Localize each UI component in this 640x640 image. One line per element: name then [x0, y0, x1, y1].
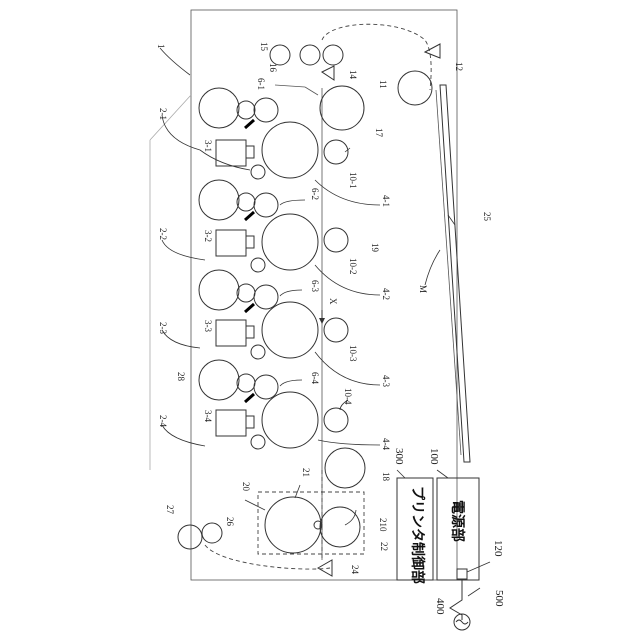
label-drum-3: 4-3	[381, 375, 391, 387]
frame-28-lines	[150, 95, 191, 470]
label-frame28: 28	[176, 372, 186, 382]
pickup-roller-11	[398, 71, 432, 105]
station-1	[199, 85, 348, 179]
label-unit-1: 3-1	[203, 140, 213, 152]
label-roller-3: 10-3	[348, 345, 358, 362]
label-r18: 18	[381, 472, 391, 482]
drum-4-3	[262, 302, 318, 358]
label-r17: 17	[374, 128, 384, 138]
roller-15	[270, 45, 290, 65]
plug-120	[457, 569, 467, 579]
roller-14	[323, 45, 343, 65]
label-tray: 25	[482, 212, 492, 222]
label-drum-2: 4-2	[381, 288, 391, 300]
pressure-roller-22	[320, 507, 360, 547]
arrow-16-icon	[322, 66, 334, 80]
label-press-roller: 22	[379, 542, 389, 551]
label-arrow24: 24	[350, 565, 360, 575]
label-charger-1: 6-1	[256, 78, 266, 90]
paper-tray-25	[440, 85, 470, 462]
label-ac-source: 400	[434, 598, 446, 615]
label-r15: 15	[259, 42, 269, 52]
roller-17	[320, 86, 364, 130]
roller-18	[325, 448, 365, 488]
label-drum-4: 4-4	[381, 438, 391, 450]
blade-6-1	[245, 120, 254, 128]
roller-10-4	[324, 408, 348, 432]
label-r16: 16	[268, 63, 278, 73]
label-r14: 14	[348, 70, 358, 80]
arrow-head-icon	[319, 318, 325, 324]
label-pickup: 11	[378, 80, 388, 89]
label-tray-arrow: 12	[454, 62, 464, 71]
label-charger-2: 6-2	[310, 188, 320, 200]
label-plug: 120	[492, 540, 504, 557]
label-sensor: 210	[378, 518, 388, 532]
tray-arrow-12-icon	[425, 44, 440, 58]
label-fixing: 20	[241, 482, 251, 492]
label-drum-1: 4-1	[381, 195, 391, 207]
label-station-4: 2-4	[158, 415, 168, 427]
label-fix-roller: 21	[301, 468, 311, 477]
label-control-block: 300	[393, 448, 405, 465]
station-2	[199, 180, 348, 272]
label-station-2: 2-2	[158, 228, 168, 240]
label-direction: X	[328, 298, 338, 305]
label-power-block: 100	[428, 448, 440, 465]
blade-6-4	[245, 394, 254, 402]
control-block-text: プリンタ制御部	[409, 486, 426, 584]
fixing-roller-21	[265, 497, 321, 553]
paper-path-top	[322, 24, 431, 90]
label-frame: 1	[156, 44, 166, 49]
roller-16-upper	[300, 45, 320, 65]
label-charger-3: 6-3	[310, 280, 320, 292]
drum-4-4	[262, 392, 318, 448]
label-roller-4: 10-4	[343, 388, 353, 405]
unit-3-4	[216, 410, 246, 436]
label-unit-3: 3-3	[203, 320, 213, 332]
label-cable: 500	[493, 590, 505, 607]
label-roller-2: 10-2	[348, 258, 358, 275]
label-r27: 27	[165, 505, 175, 515]
label-charger-4: 6-4	[310, 372, 320, 384]
blade-6-2	[245, 212, 254, 220]
roller-27	[178, 525, 202, 549]
roller-26	[202, 523, 222, 543]
label-unit-4: 3-4	[203, 410, 213, 422]
label-belt: 19	[370, 243, 380, 253]
station-4	[199, 360, 348, 449]
blade-6-3	[245, 304, 254, 312]
roller-10-3	[324, 318, 348, 342]
label-sheet: M	[418, 285, 428, 293]
drum-4-1	[262, 122, 318, 178]
drum-4-2	[262, 214, 318, 270]
station-3	[199, 270, 348, 359]
unit-3-2	[216, 230, 246, 256]
label-roller-1: 10-1	[348, 172, 358, 189]
label-r26: 26	[225, 517, 235, 527]
label-station-1: 2-1	[158, 108, 168, 120]
label-station-3: 2-3	[158, 322, 168, 334]
ac-wave-icon	[456, 620, 468, 624]
roller-10-1	[324, 140, 348, 164]
power-block-text: 電源部	[449, 500, 466, 542]
paper-path-bottom	[205, 545, 330, 569]
roller-10-2	[324, 228, 348, 252]
unit-3-3	[216, 320, 246, 346]
label-unit-2: 3-2	[203, 230, 213, 242]
